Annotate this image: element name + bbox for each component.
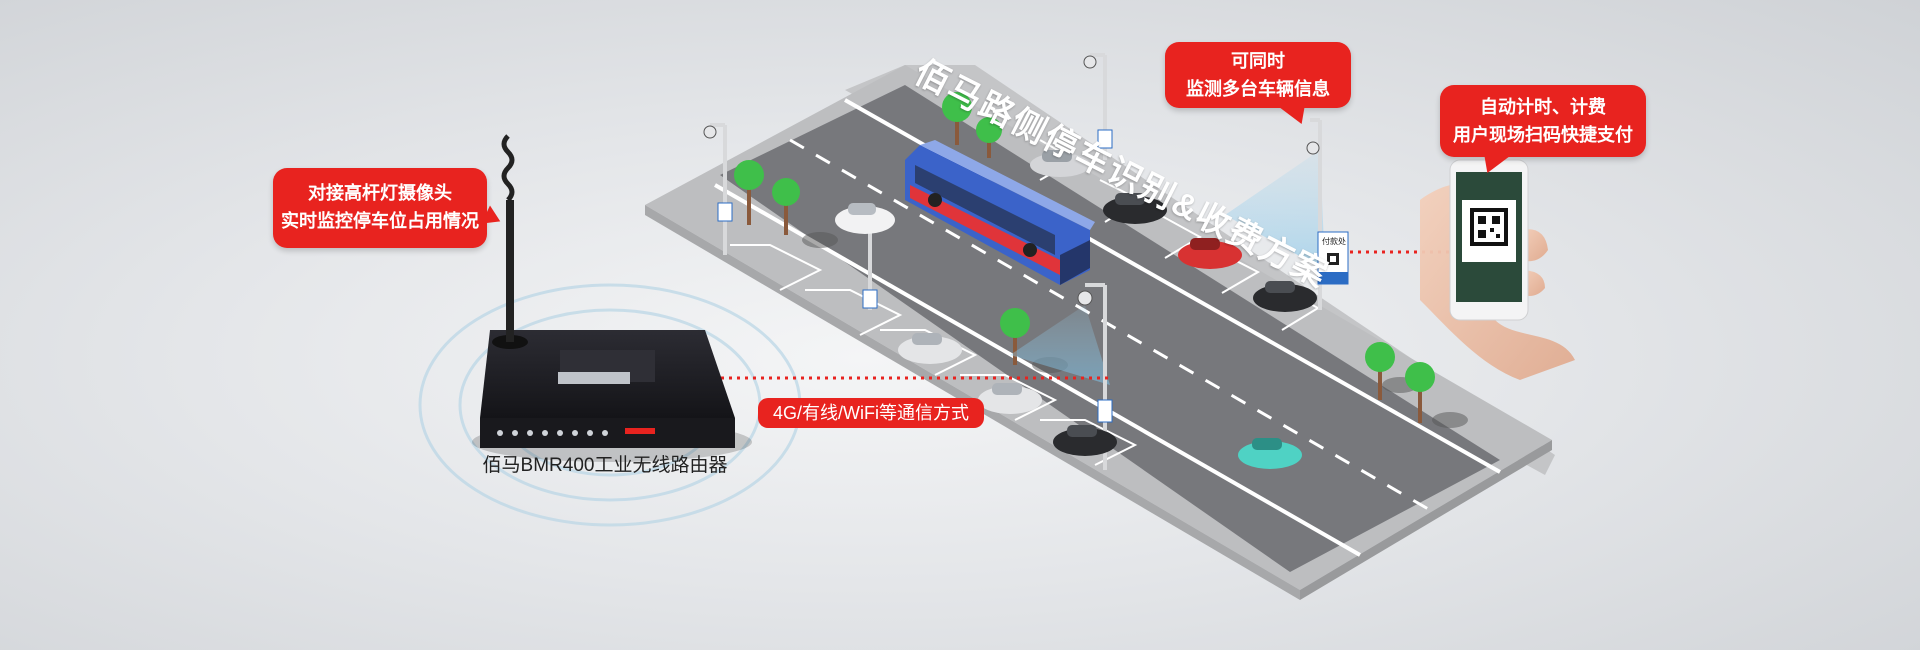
phone-icon — [1449, 159, 1529, 321]
tree — [942, 92, 972, 145]
callout-line: 实时监控停车位占用情况 — [281, 211, 479, 231]
car — [898, 333, 962, 364]
bus — [905, 140, 1095, 285]
payment-sign-label: 付款处 — [1322, 237, 1346, 246]
tree — [1365, 342, 1418, 400]
router — [472, 330, 752, 462]
multi-vehicle-callout: 可同时 监测多台车辆信息 — [1165, 42, 1351, 108]
callout-line: 自动计时、计费 — [1480, 97, 1606, 117]
camera-beam — [1225, 150, 1325, 270]
callout-line: 对接高杆灯摄像头 — [308, 183, 452, 203]
car — [1030, 150, 1090, 177]
tree — [976, 117, 1002, 158]
parked-cars — [835, 150, 1317, 469]
payment-callout: 自动计时、计费 用户现场扫码快捷支付 — [1440, 85, 1646, 157]
communication-label: 4G/有线/WiFi等通信方式 — [758, 398, 984, 428]
car — [1238, 438, 1302, 469]
car — [835, 203, 895, 234]
car — [1253, 281, 1317, 312]
callout-line: 可同时 — [1231, 51, 1285, 71]
camera-beam — [1010, 305, 1110, 385]
pole-signs — [717, 129, 1349, 423]
callout-line: 监测多台车辆信息 — [1186, 79, 1330, 99]
car — [1103, 193, 1167, 224]
car — [1053, 425, 1117, 456]
tree — [1405, 362, 1468, 428]
router-caption: 佰马BMR400工业无线路由器 — [482, 455, 728, 476]
trees — [734, 92, 1468, 428]
camera-icon — [703, 55, 1320, 306]
qr-code-icon — [1470, 208, 1508, 246]
antenna-icon — [492, 134, 528, 349]
callout-line: 用户现场扫码快捷支付 — [1453, 125, 1633, 145]
car — [1178, 238, 1242, 269]
qr-code-icon — [1327, 253, 1339, 265]
tree — [772, 178, 800, 235]
car — [978, 383, 1042, 414]
street-platform — [645, 65, 1555, 600]
camera-callout: 对接高杆灯摄像头 实时监控停车位占用情况 — [273, 168, 487, 248]
tree — [734, 160, 838, 248]
